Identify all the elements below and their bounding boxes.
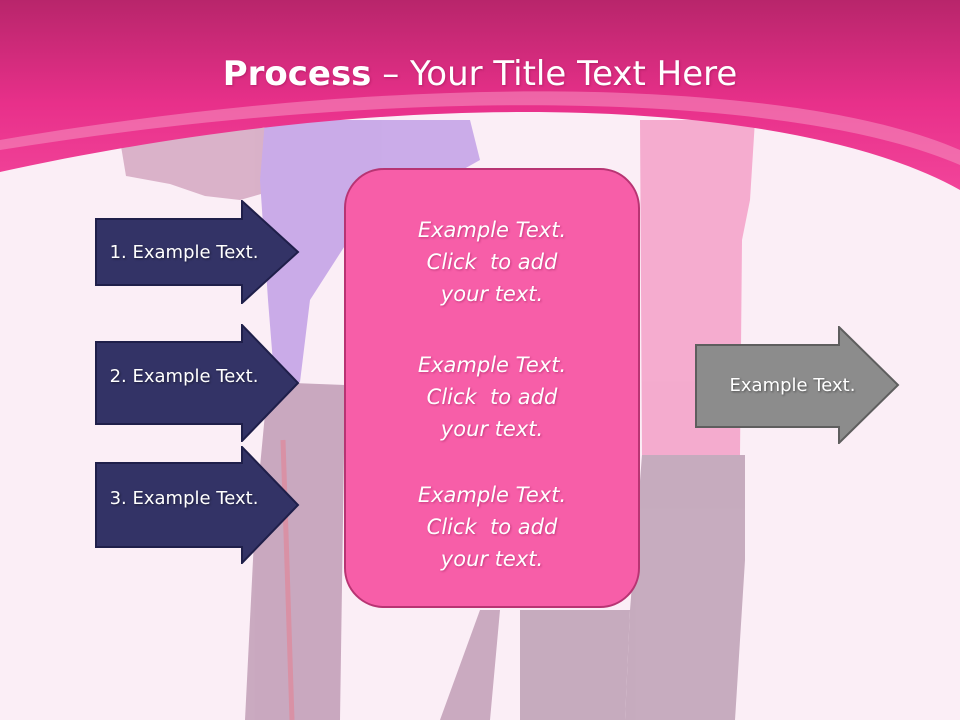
process-step-1-arrow[interactable]: 1. Example Text. (94, 200, 300, 304)
process-step-3-arrow[interactable]: 3. Example Text. (94, 446, 300, 564)
center-text-block-2: Example Text. Click to add your text. (417, 353, 567, 441)
center-text-block-1: Example Text. Click to add your text. (417, 218, 567, 306)
result-arrow-label: Example Text. (729, 374, 856, 396)
center-text-block-3: Example Text. Click to add your text. (417, 483, 567, 571)
page-title: Process – Your Title Text Here (222, 54, 738, 94)
result-arrow[interactable]: Example Text. (695, 326, 900, 444)
process-step-2-label: 2. Example Text. (109, 365, 259, 387)
process-step-2-arrow[interactable]: 2. Example Text. (94, 324, 300, 442)
process-step-1-label: 1. Example Text. (109, 241, 259, 263)
process-step-3-label: 3. Example Text. (109, 487, 259, 509)
center-content-box[interactable]: Example Text. Click to add your text. Ex… (344, 168, 640, 608)
